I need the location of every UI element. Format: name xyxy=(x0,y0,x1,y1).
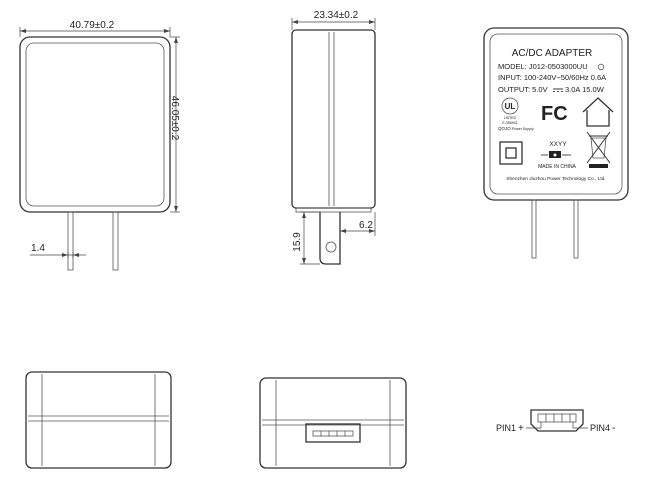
dim-side-width: 23.34±0.2 xyxy=(314,10,359,21)
usb-pinout-tongue xyxy=(537,413,577,423)
indoor-use-house-icon xyxy=(582,97,614,127)
dim-arrow xyxy=(174,37,178,43)
manufacturer: Shenzhen Jiuzhou Power Technology Co., L… xyxy=(506,176,605,182)
label-body-inner xyxy=(489,33,623,195)
bottom-view-left xyxy=(25,371,172,469)
fc-mark-icon: FC xyxy=(541,103,568,125)
front-body-inner xyxy=(25,42,165,207)
svg-text:UL: UL xyxy=(505,102,516,111)
dim-arrow xyxy=(62,253,68,257)
label-output-suffix: 3.0A 15.0W xyxy=(565,85,605,94)
label-pin-right xyxy=(573,199,579,259)
dim-arrow xyxy=(369,20,375,24)
front-body-outer xyxy=(19,36,171,213)
ul-mark-icon: UL LISTED E-356901 xyxy=(501,97,519,125)
made-in: MADE IN CHINA xyxy=(538,164,576,170)
usb-pinout: PIN1 + PIN4 - xyxy=(496,409,615,434)
registered-icon xyxy=(597,63,605,71)
pin4-label: PIN4 xyxy=(590,423,610,433)
dc-polarity-icon xyxy=(541,151,571,158)
dim-arrow xyxy=(369,229,375,233)
ul-listed-text: LISTED xyxy=(504,116,517,120)
side-pin xyxy=(319,212,341,265)
label-model: MODEL: J012-0503000UU xyxy=(498,62,588,71)
usb-pinout-connector xyxy=(530,409,584,432)
brand-small-sub: Power Supply xyxy=(512,127,534,131)
label-output-prefix: OUTPUT: 5.0V xyxy=(498,85,548,94)
dim-front-height: 46.05±0.2 xyxy=(169,96,180,141)
dim-arrow xyxy=(302,212,306,218)
dim-pin-width: 1.4 xyxy=(31,243,45,254)
dim-arrow xyxy=(20,29,26,33)
pin1-sign: + xyxy=(518,423,524,434)
side-pin-hole xyxy=(325,241,337,253)
pin1-label: PIN1 xyxy=(496,423,516,433)
label-view: AC/DC ADAPTER MODEL: J012-0503000UU INPU… xyxy=(483,27,629,259)
side-body xyxy=(291,29,376,209)
weee-bin-icon xyxy=(586,131,611,168)
dim-arrow xyxy=(302,258,306,264)
dim-arrow xyxy=(174,206,178,212)
label-pin-left xyxy=(531,199,537,259)
brand-small: QOJO xyxy=(498,126,511,131)
label-input: INPUT: 100-240V~50/60Hz 0.6A xyxy=(498,73,606,82)
dc-symbol-icon xyxy=(553,88,563,92)
dim-front-width: 40.79±0.2 xyxy=(70,20,115,31)
pin1-leader xyxy=(526,422,542,429)
usb-port-icon xyxy=(305,423,361,443)
dim-arrow xyxy=(73,253,79,257)
bottom-view-middle xyxy=(259,377,407,469)
bottom-middle-outer xyxy=(259,377,407,469)
front-pin-right xyxy=(112,211,119,271)
label-body-outer xyxy=(483,27,629,201)
bottom-left-outer xyxy=(25,371,172,469)
date-code: XXYY xyxy=(549,141,567,148)
label-title: AC/DC ADAPTER xyxy=(512,48,593,59)
pin4-sign: - xyxy=(612,423,615,434)
front-view: 40.79±0.2 46.05±0.2 1.4 xyxy=(19,20,180,271)
side-base xyxy=(295,207,372,213)
pin4-leader xyxy=(572,422,588,429)
double-insulation-icon xyxy=(499,141,523,165)
dim-arrow xyxy=(340,229,346,233)
ul-file-text: E-356901 xyxy=(502,121,517,125)
dim-pin-offset: 6.2 xyxy=(359,220,373,231)
front-pin-left xyxy=(67,211,74,271)
side-view: 23.34±0.2 15.9 6.2 xyxy=(291,10,376,265)
dim-arrow xyxy=(292,20,298,24)
dim-pin-length: 15.9 xyxy=(292,232,303,252)
dim-arrow xyxy=(164,29,170,33)
